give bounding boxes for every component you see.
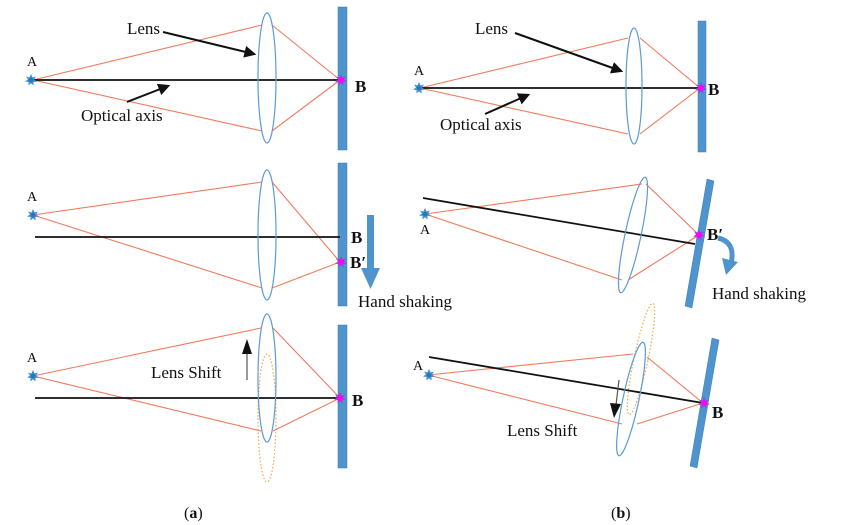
- point-b-label: B: [708, 80, 719, 99]
- point-a-label: A: [27, 55, 38, 70]
- ray-upper-refracted: [639, 37, 701, 89]
- ray-lower: [32, 79, 263, 132]
- panel-a-caption: (a): [184, 505, 203, 522]
- object-point-icon: [27, 370, 39, 382]
- ray-lower-refracted: [627, 234, 700, 281]
- ray-upper-refracted: [272, 327, 341, 399]
- ray-lower: [32, 375, 262, 432]
- lens-shift-up-arrow-icon: [242, 339, 252, 380]
- lens-shift-label: Lens Shift: [151, 363, 222, 382]
- panel-b: A B Lens Optical axis A B′: [413, 19, 806, 522]
- ray-lower: [424, 213, 623, 281]
- point-a-label: A: [27, 351, 38, 366]
- point-a-label: A: [413, 359, 424, 374]
- ray-upper: [419, 37, 629, 89]
- ray-upper-refracted: [646, 356, 704, 404]
- panel-b-row3-lens-shift: A B Lens Shift: [413, 302, 723, 469]
- ray-lower-refracted: [636, 402, 704, 425]
- point-a-label: A: [27, 190, 38, 205]
- hand-shaking-label: Hand shaking: [712, 284, 806, 303]
- point-b-label: B: [712, 403, 723, 422]
- ray-upper-refracted: [645, 183, 700, 236]
- shifted-lens: [616, 341, 646, 457]
- lens: [257, 12, 277, 144]
- ray-lower-refracted: [271, 261, 341, 289]
- ray-upper: [427, 353, 634, 376]
- point-b-prime-label: B′: [350, 253, 366, 272]
- ray-upper: [424, 183, 643, 215]
- lens: [257, 169, 277, 301]
- panel-a-row3-lens-shift: A B Lens Shift: [27, 313, 363, 483]
- point-b-label: B: [355, 77, 366, 96]
- tilted-optical-axis-line: [428, 356, 704, 404]
- previous-lens-position: [626, 302, 656, 416]
- point-a-label: A: [414, 64, 425, 79]
- point-a-label: A: [420, 223, 431, 238]
- tilted-optical-axis-line: [422, 197, 696, 245]
- lens: [625, 27, 643, 145]
- panel-a-row2-hand-shaking: A B B′ Hand shaking: [27, 162, 452, 311]
- tilted-lens: [617, 176, 649, 294]
- ray-upper-refracted: [271, 181, 341, 263]
- rotate-shake-arrow-icon: [717, 235, 738, 275]
- ray-upper-refracted: [271, 24, 341, 81]
- tilted-image-sensor: [684, 178, 715, 309]
- previous-lens-position: [257, 353, 277, 483]
- ray-lower: [419, 87, 629, 135]
- ray-upper: [32, 24, 263, 81]
- lens-label: Lens: [475, 19, 508, 38]
- axis-pointer-arrow: [126, 83, 171, 103]
- panel-b-caption: (b): [611, 505, 631, 522]
- lens-shift-label: Lens Shift: [507, 421, 578, 440]
- panel-b-row2-hand-shaking: A B′ Hand shaking: [419, 176, 806, 309]
- shifted-lens: [257, 313, 277, 443]
- ray-upper: [32, 181, 263, 216]
- panel-a: A B Lens Optical axis A B B′ Hand: [25, 6, 452, 522]
- axis-pointer-arrow: [484, 93, 531, 115]
- point-b-label: B: [351, 228, 362, 247]
- image-sensor: [684, 178, 715, 309]
- ray-lower-refracted: [639, 87, 701, 135]
- image-sensor: [337, 162, 348, 307]
- ray-lower: [427, 374, 623, 425]
- lens-shift-down-arrow-icon: [610, 379, 621, 418]
- optical-axis-label: Optical axis: [440, 115, 522, 134]
- ray-lower-refracted: [271, 79, 341, 132]
- shake-down-arrow-icon: [361, 215, 380, 289]
- ray-lower-refracted: [272, 397, 341, 432]
- panel-b-row1-normal: A B Lens Optical axis: [413, 19, 719, 153]
- point-b-label: B: [352, 391, 363, 410]
- ray-lower: [32, 214, 263, 289]
- panel-a-row1-normal: A B Lens Optical axis: [25, 6, 366, 151]
- lens-label: Lens: [127, 19, 160, 38]
- ray-upper: [32, 327, 262, 377]
- optical-axis-label: Optical axis: [81, 106, 163, 125]
- lens-pointer-arrow: [514, 32, 624, 74]
- lens-pointer-arrow: [162, 31, 257, 58]
- hand-shaking-label: Hand shaking: [358, 292, 452, 311]
